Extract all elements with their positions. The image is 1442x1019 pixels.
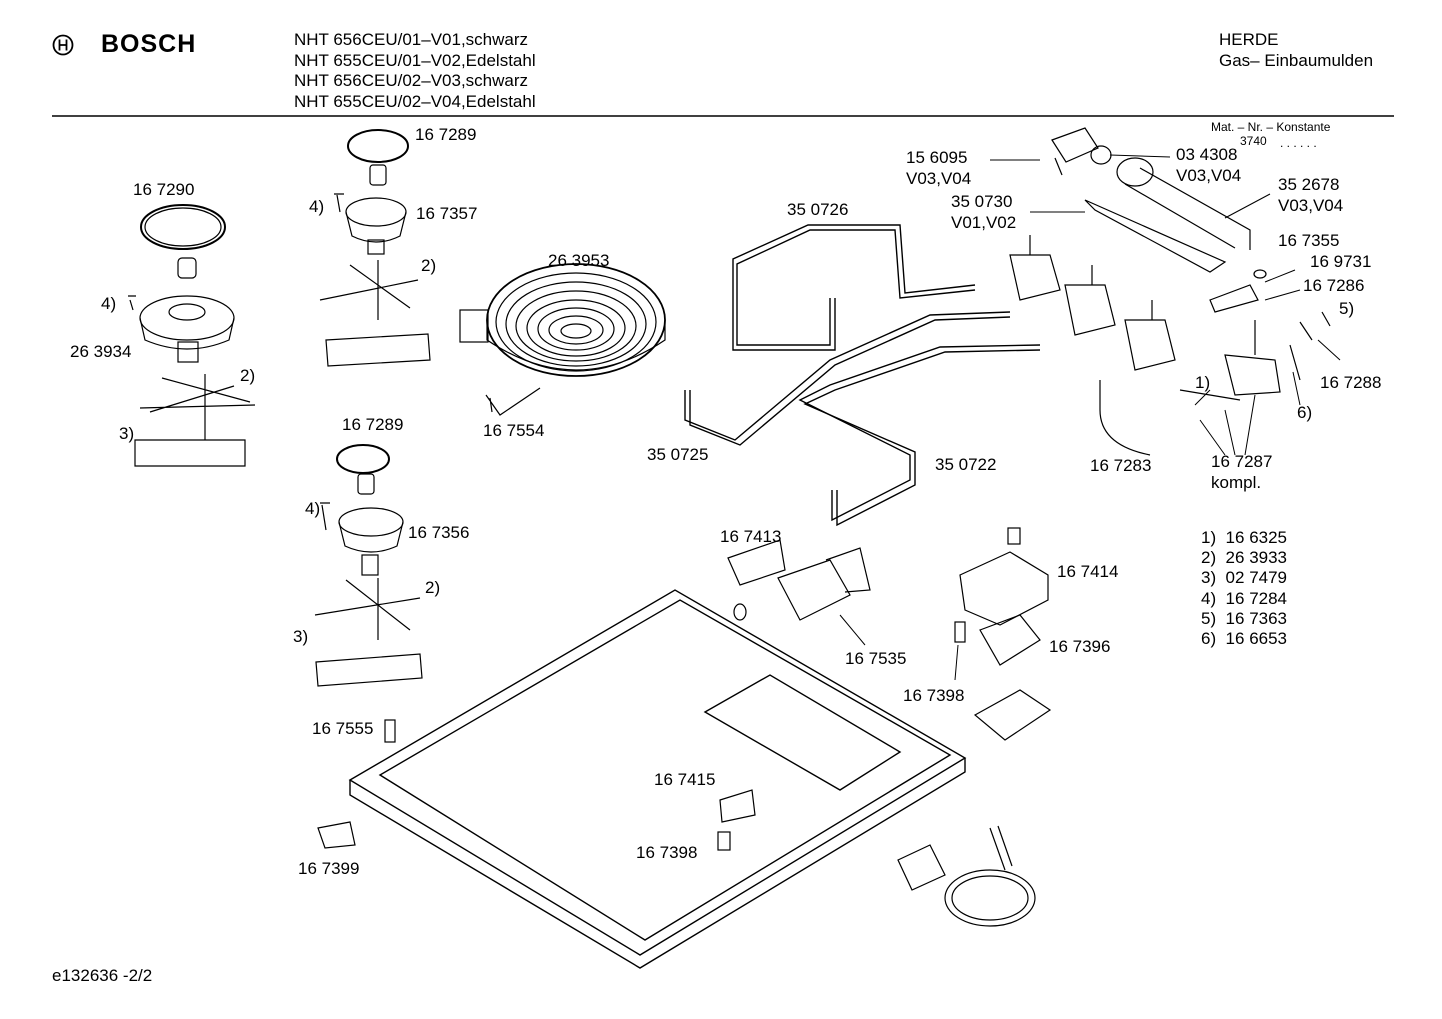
part-label: 35 0725 [647,445,709,464]
category: HERDE [1219,30,1279,49]
part-label: V03,V04 [1278,196,1344,215]
part-label: 16 7288 [1320,373,1382,392]
part-label: 35 0726 [787,200,849,219]
part-label: 03 4308 [1176,145,1238,164]
part-label: 16 9731 [1310,252,1372,271]
part-label: 16 7413 [720,527,782,546]
category-block: HERDE Gas– Einbaumulden [1219,30,1373,71]
document-id: e132636 -2/2 [52,966,153,985]
subcategory: Gas– Einbaumulden [1219,50,1374,70]
electric-hotplate [459,263,666,416]
mat-note-dots: . . . . . . [1280,136,1317,150]
model-line: NHT 656CEU/02–V03,schwarz [294,71,529,90]
model-line: NHT 656CEU/01–V01,schwarz [294,30,529,49]
part-label: 16 7290 [133,180,195,199]
burner-nozzle [177,257,197,279]
part-label: kompl. [1211,473,1262,492]
legend-item: 4) 16 7284 [1201,588,1288,608]
part-label: 16 7287 [1211,452,1273,471]
legend-item: 5) 16 7363 [1201,608,1288,628]
part-label: 16 7554 [483,421,545,440]
power-cord [897,825,1036,927]
model-line: NHT 655CEU/01–V02,Edelstahl [294,50,536,70]
brand-name: BOSCH [101,30,197,58]
hob-tray [348,589,967,969]
burner-ring [140,204,226,250]
burner-large-group [128,204,256,467]
gas-valves [1009,127,1331,456]
part-label: 16 7555 [312,719,374,738]
part-label: 4) [101,294,117,313]
burner-body [139,295,235,341]
part-label: 15 6095 [906,148,968,167]
part-label: 4) [309,197,325,216]
part-label: V03,V04 [906,169,972,188]
legend-item: 2) 26 3933 [1201,548,1288,568]
part-label: 4) [305,499,321,518]
brand-logo: BOSCH [52,30,196,59]
part-label: 5) [1339,299,1355,318]
leader-lines [839,154,1341,681]
part-label: 16 7415 [654,770,716,789]
footnote-legend: 1) 16 6325 2) 26 3933 3) 02 7479 4) 16 7… [1201,528,1287,649]
part-label: 2) [240,366,256,385]
bosch-armature-icon [52,34,74,55]
part-label: 16 7355 [1278,231,1340,250]
part-label: 26 3953 [548,251,610,270]
part-label: V03,V04 [1176,166,1242,185]
part-label: 3) [293,627,309,646]
part-label: 16 7396 [1049,637,1111,656]
burner-medium-group-bottom [314,444,423,687]
legend-item: 6) 16 6653 [1201,629,1288,649]
mat-note-value: 3740 [1240,134,1267,148]
part-label: 2) [425,578,441,597]
part-label: 16 7357 [416,204,478,223]
legend-item: 3) 02 7479 [1201,568,1288,588]
part-label: 1) [1195,373,1211,392]
gas-tubes [684,224,1041,527]
burner-medium-group-top [319,129,431,367]
part-label: 3) [119,424,135,443]
part-label: 16 7399 [298,859,360,878]
part-label: 35 0730 [951,192,1013,211]
part-label: 16 7289 [342,415,404,434]
part-label: V01,V02 [951,213,1017,232]
part-label: 35 2678 [1278,175,1340,194]
legend-item: 1) 16 6325 [1201,528,1288,547]
part-label: 16 7398 [903,686,965,705]
part-label: 16 7398 [636,843,698,862]
mat-note-label: Mat. – Nr. – Konstante [1211,120,1331,134]
part-label: 16 7286 [1303,276,1365,295]
model-list: NHT 656CEU/01–V01,schwarz NHT 655CEU/01–… [294,30,536,112]
part-label: 6) [1297,403,1313,422]
part-label: 16 7289 [415,125,477,144]
part-label: 26 3934 [70,342,132,361]
part-label: 16 7356 [408,523,470,542]
part-label: 35 0722 [935,455,997,474]
part-label: 2) [421,256,437,275]
small-parts [317,527,1052,851]
model-line: NHT 655CEU/02–V04,Edelstahl [294,91,536,111]
part-label: 16 7414 [1057,562,1119,581]
part-label: 16 7283 [1090,456,1152,475]
part-label: 16 7535 [845,649,907,668]
